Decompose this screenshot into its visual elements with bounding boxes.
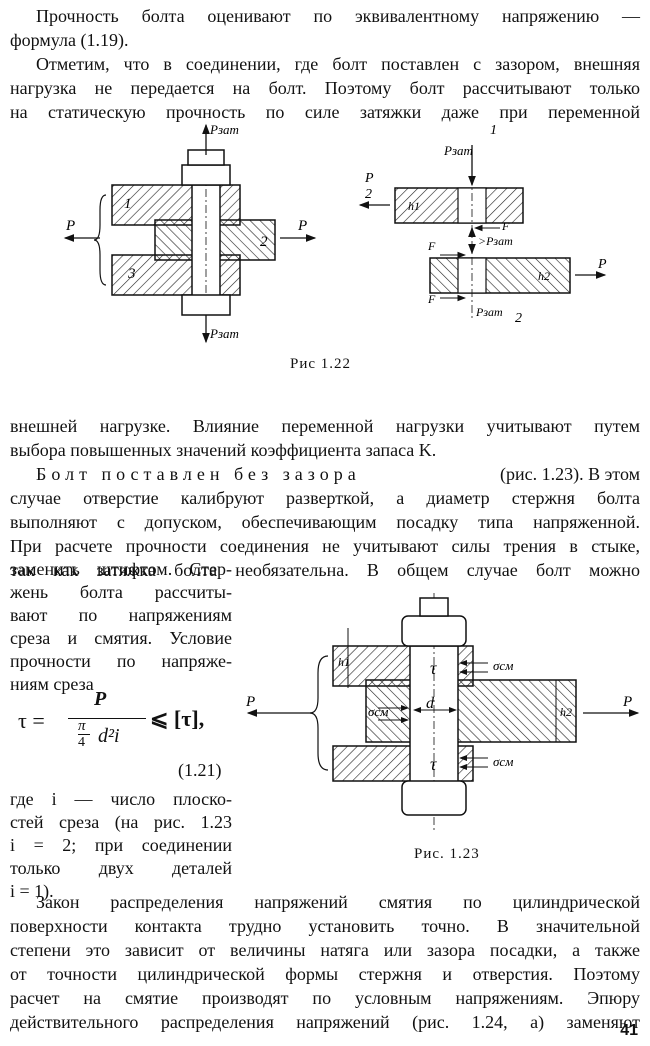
text-line: поверхности контакта трудно установить т…: [10, 916, 640, 936]
label-p-half-den: 2: [365, 187, 372, 202]
text-line: от точности цилиндрической формы стержня…: [10, 964, 640, 984]
text-line: внешней нагрузке. Влияние переменной наг…: [10, 416, 640, 436]
label-p-right: P: [297, 218, 307, 234]
text-line: заменить штифтом. Стер-: [10, 559, 232, 579]
label-pzat-bottom: Pзат: [209, 326, 239, 341]
label-p-half: P: [364, 171, 374, 186]
label-sigma-left: σсм: [368, 704, 388, 719]
formula-fraction-bar: [68, 718, 146, 719]
label-tau-bottom: τ: [430, 754, 437, 774]
text-line: i = 1).: [10, 881, 54, 901]
label-f-3: F: [427, 292, 436, 306]
where-text: где i — число плоско- стей среза (на рис…: [10, 788, 232, 903]
left-column-text: заменить штифтом. Стер- жень болта рассч…: [10, 558, 232, 696]
label-part-2-right: 2: [515, 311, 522, 326]
text-line: стей среза (на рис. 1.23: [10, 812, 232, 832]
label-h2: h2: [538, 269, 550, 283]
text-line: ниям среза: [10, 674, 94, 694]
text-line: При расчете прочности соединения не учит…: [10, 536, 640, 556]
figure-1-23-drawing: P P τ τ σсм σсм σсм d h1 h2: [245, 593, 640, 833]
label-pzat-low: Pзат: [475, 305, 503, 319]
bottom-paragraph: Закон распределения напряжений смятия по…: [10, 890, 640, 1034]
formula-denominator-rest: d²i: [98, 725, 120, 747]
label-f-1: F: [501, 219, 510, 233]
text-line: i = 2; при соединении: [10, 835, 232, 855]
text-line: на статическую прочность по силе затяжки…: [10, 102, 640, 122]
label-d: d: [426, 695, 435, 712]
figure-1-23-caption: Рис. 1.23: [414, 846, 480, 862]
text-line: где i — число плоско-: [10, 789, 232, 809]
formula-numerator: P: [94, 688, 107, 710]
text-line: Закон распределения напряжений смятия по…: [36, 892, 640, 912]
label-h1: h1: [338, 655, 350, 669]
label-sigma-bottom: σсм: [493, 754, 513, 769]
text-line: выбора повышенных значений коэффициента …: [10, 440, 437, 460]
text-line: формула (1.19).: [10, 30, 129, 50]
label-part-3: 3: [127, 266, 136, 282]
text-line: Прочность болта оценивают по эквивалентн…: [36, 6, 640, 26]
lead-continuation: (рис. 1.23). В этом: [499, 464, 640, 484]
label-p-right: P: [622, 694, 632, 710]
figure-1-22-drawing: 1 2 3 P P Pзат Pзат P 2 Pзат 1 F >Pзат F…: [63, 122, 607, 344]
page-number: 41: [620, 1022, 638, 1039]
label-tau-top: τ: [430, 658, 437, 678]
label-p-left: P: [65, 218, 75, 234]
label-pzat-gt: >Pзат: [478, 234, 513, 248]
label-p-left: P: [245, 694, 255, 710]
text-line: прочности по напряже-: [10, 651, 232, 671]
middle-paragraph: внешней нагрузке. Влияние переменной наг…: [10, 414, 640, 582]
text-line: вают по напряжениям: [10, 605, 232, 625]
formula-rhs: ⩽ [τ],: [150, 706, 205, 731]
text-line: действительного распределения напряжений…: [10, 1012, 640, 1032]
text-line: только двух деталей: [10, 858, 232, 878]
formula-pi: π: [78, 718, 86, 734]
text-line: так как затяжка болта необязательна. В о…: [10, 560, 640, 580]
formula-four: 4: [78, 734, 90, 751]
top-paragraph: Прочность болта оценивают по эквивалентн…: [10, 4, 640, 124]
right-exploded: P 2 Pзат 1 F >Pзат F F Pзат 2 h1 h2 P: [358, 123, 607, 326]
label-p-right-exploded: P: [597, 257, 607, 272]
label-part-1: 1: [124, 196, 132, 212]
spaced-lead: Болт поставлен без зазора: [36, 464, 361, 484]
formula-lhs: τ =: [18, 708, 45, 733]
left-assembly: 1 2 3 P P Pзат Pзат: [63, 122, 317, 344]
text-line: расчет на смятие производят по условным …: [10, 988, 640, 1008]
text-line: случае отверстие калибруют разверткой, а…: [10, 488, 640, 508]
text-line: Отметим, что в соединении, где болт пост…: [36, 54, 640, 74]
label-part-1-right: 1: [490, 123, 497, 138]
label-pzat-top: Pзат: [209, 122, 239, 137]
label-f-2: F: [427, 239, 436, 253]
label-h1: h1: [408, 199, 420, 213]
label-sigma-top: σсм: [493, 658, 513, 673]
formula-1-21: τ = P π 4 d²i ⩽ [τ],: [18, 688, 218, 754]
text-line: нагрузка не передается на болт. Поэтому …: [10, 78, 640, 98]
text-line-spaced: Болт поставлен без зазора (рис. 1.23). В…: [10, 462, 640, 486]
text-line: жень болта рассчиты-: [10, 582, 232, 602]
figure-1-22-caption: Рис 1.22: [290, 356, 352, 372]
text-line: степени это зависит от величины натяга и…: [10, 940, 640, 960]
text-line: среза и смятия. Условие: [10, 628, 232, 648]
text-line: выполняют с допуском, обеспечивающим пос…: [10, 512, 640, 532]
equation-number: (1.21): [178, 760, 222, 780]
label-part-2: 2: [260, 234, 268, 250]
label-pzat-right: Pзат: [443, 143, 473, 158]
label-h2: h2: [560, 705, 572, 719]
